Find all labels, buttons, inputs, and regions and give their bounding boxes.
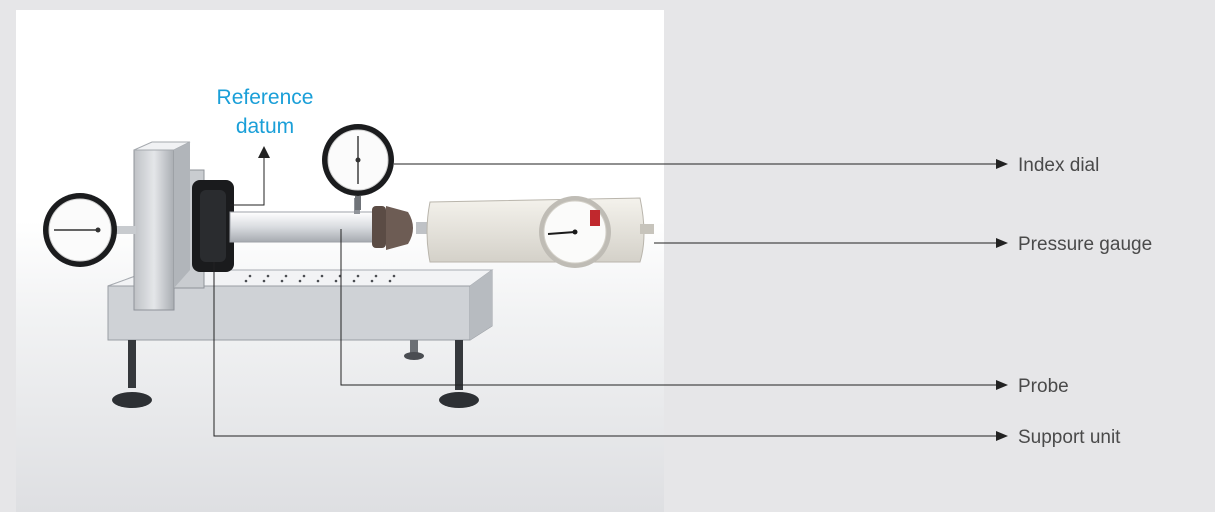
support-unit-label: Support unit xyxy=(1018,427,1121,448)
leveling-feet xyxy=(112,340,479,408)
clamp-block xyxy=(192,180,234,272)
reference-datum-label-line2: datum xyxy=(236,115,294,138)
pressure-gauge-label: Pressure gauge xyxy=(1018,234,1152,255)
reference-datum-label-line1: Reference xyxy=(217,86,314,109)
reference-datum-arrow xyxy=(230,146,270,205)
index-dial-label: Index dial xyxy=(1018,155,1099,176)
index-dial-leader xyxy=(394,159,1008,169)
pressure-gauge-leader xyxy=(654,238,1008,248)
probe-knob xyxy=(372,206,430,250)
probe-label: Probe xyxy=(1018,376,1069,397)
left-dial-gauge xyxy=(43,193,136,267)
pressure-gauge xyxy=(427,196,654,268)
index-dial-gauge xyxy=(322,124,394,210)
